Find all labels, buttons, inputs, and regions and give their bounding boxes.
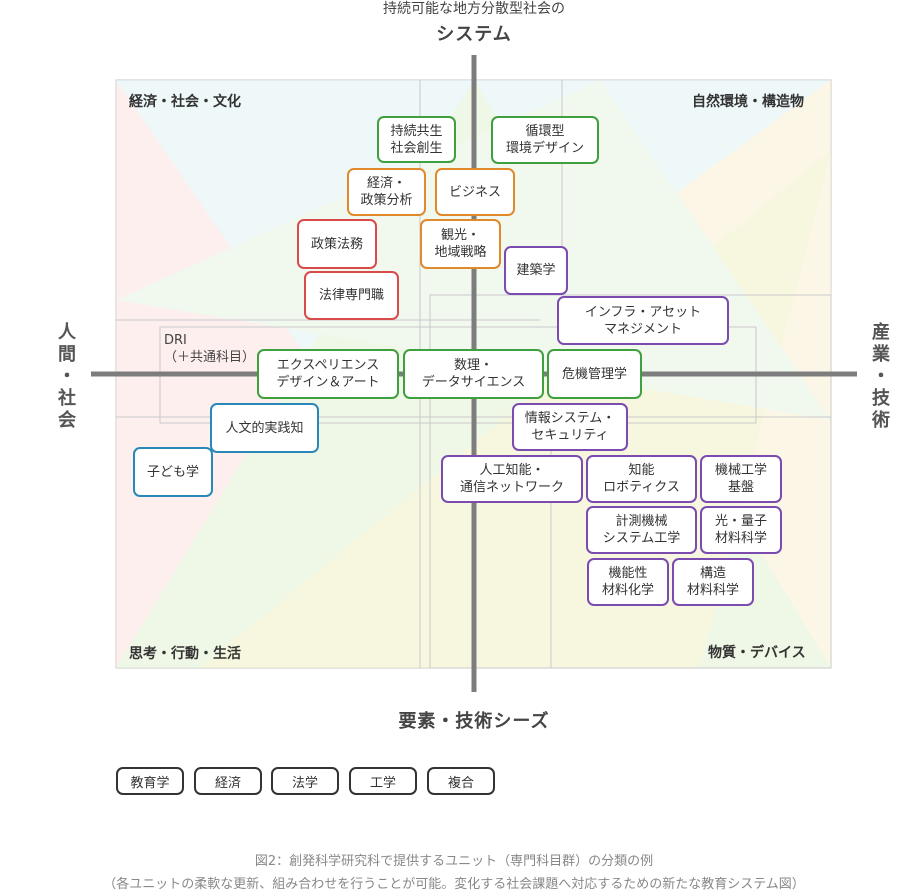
legend-education: 教育学 <box>116 767 184 795</box>
legend-compound: 複合 <box>427 767 495 795</box>
corner-top-right: 自然環境・構造物 <box>692 94 804 110</box>
legend-law: 法学 <box>271 767 339 795</box>
corner-bottom-left: 思考・行動・生活 <box>129 646 241 662</box>
bottom-axis-title: 要素・技術シーズ <box>398 711 550 732</box>
unit-infrastructure: インフラ・アセット マネジメント <box>557 296 729 345</box>
caption-line-2: （各ユニットの柔軟な更新、組み合わせを行うことが可能。変化する社会課題へ対応する… <box>103 877 805 892</box>
unit-info-security: 情報システム・ セキュリティ <box>512 403 628 451</box>
legend-engineering: 工学 <box>349 767 417 795</box>
corner-top-left: 経済・社会・文化 <box>129 94 241 110</box>
unit-structural: 構造 材料科学 <box>672 558 754 606</box>
top-axis-title: システム <box>436 24 512 45</box>
corner-bottom-right: 物質・デバイス <box>708 645 806 661</box>
unit-child: 子ども学 <box>133 447 213 497</box>
unit-ai-network: 人工知能・ 通信ネットワーク <box>441 455 583 503</box>
dri-label: DRI （＋共通科目） <box>164 333 256 365</box>
unit-robotics: 知能 ロボティクス <box>586 455 697 503</box>
unit-circular: 循環型 環境デザイン <box>491 116 599 164</box>
unit-crisis: 危機管理学 <box>547 349 642 399</box>
unit-humanities: 人文的実践知 <box>210 403 319 453</box>
unit-data-science: 数理・ データサイエンス <box>403 349 544 399</box>
unit-quantum: 光・量子 材料科学 <box>700 506 782 554</box>
unit-functional: 機能性 材料化学 <box>587 558 669 606</box>
unit-legal: 法律専門職 <box>304 271 399 320</box>
unit-experience: エクスペリエンス デザイン＆アート <box>257 349 399 399</box>
unit-measure: 計測機械 システム工学 <box>586 506 697 554</box>
unit-mech-base: 機械工学 基盤 <box>700 455 782 503</box>
top-axis-subtitle: 持続可能な地方分散型社会の <box>383 1 565 17</box>
unit-economics-policy: 経済・ 政策分析 <box>347 168 426 216</box>
left-axis-title: 人 間 ・ 社 会 <box>58 322 76 431</box>
caption-line-1: 図2：創発科学研究科で提供するユニット（専門科目群）の分類の例 <box>254 854 654 869</box>
unit-architecture: 建築学 <box>504 246 568 295</box>
unit-business: ビジネス <box>435 168 515 216</box>
unit-policy-law: 政策法務 <box>297 219 377 269</box>
right-axis-title: 産 業 ・ 技 術 <box>872 322 890 431</box>
unit-sustainable: 持続共生 社会創生 <box>377 116 456 163</box>
unit-tourism: 観光・ 地域戦略 <box>420 219 501 269</box>
legend-economy: 経済 <box>194 767 262 795</box>
